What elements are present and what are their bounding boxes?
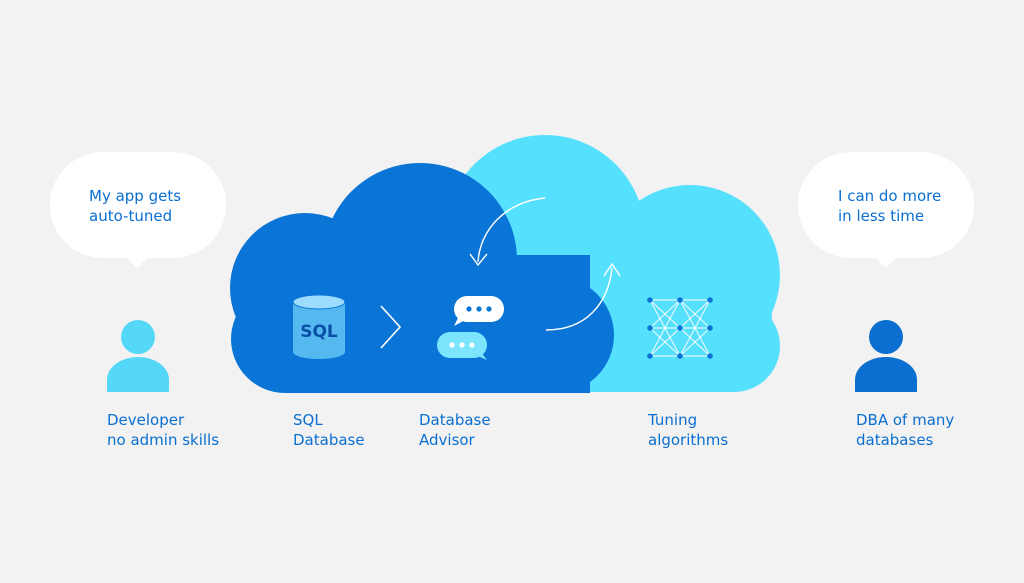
label-dba-line1: DBA of many <box>856 411 955 429</box>
bubble-left-line2: auto-tuned <box>89 207 173 225</box>
label-tuning-line1: Tuning <box>648 411 698 429</box>
database-icon-label: SQL <box>300 322 338 342</box>
label-sql-line2: Database <box>293 431 365 449</box>
label-sql-database: SQL Database <box>293 410 365 450</box>
label-tuning-algorithms: Tuning algorithms <box>648 410 728 450</box>
chevron-right-icon <box>380 305 402 349</box>
label-advisor-line2: Advisor <box>419 431 475 449</box>
bubble-left-line1: My app gets <box>89 187 182 205</box>
label-database-advisor: Database Advisor <box>419 410 491 450</box>
database-icon: SQL <box>292 294 346 359</box>
dba-user-icon <box>855 320 917 392</box>
bubble-right-line2: in less time <box>838 207 925 225</box>
speech-bubble-right <box>798 152 974 268</box>
label-dba-line2: databases <box>856 431 934 449</box>
label-sql-line1: SQL <box>293 411 323 429</box>
label-developer-line2: no admin skills <box>107 431 220 449</box>
cycle-arrows <box>469 197 621 331</box>
label-dba: DBA of many databases <box>856 410 954 450</box>
label-tuning-line2: algorithms <box>648 431 729 449</box>
bubble-text-left: My app gets auto-tuned <box>89 186 181 226</box>
bubble-right-line1: I can do more <box>838 187 942 205</box>
neural-network-icon <box>647 297 713 359</box>
label-advisor-line1: Database <box>419 411 491 429</box>
bubble-text-right: I can do more in less time <box>838 186 941 226</box>
chat-bubbles-icon <box>437 296 504 360</box>
developer-user-icon <box>107 320 169 392</box>
speech-bubble-left <box>50 152 226 268</box>
label-developer-line1: Developer <box>107 411 185 429</box>
label-developer: Developer no admin skills <box>107 410 219 450</box>
